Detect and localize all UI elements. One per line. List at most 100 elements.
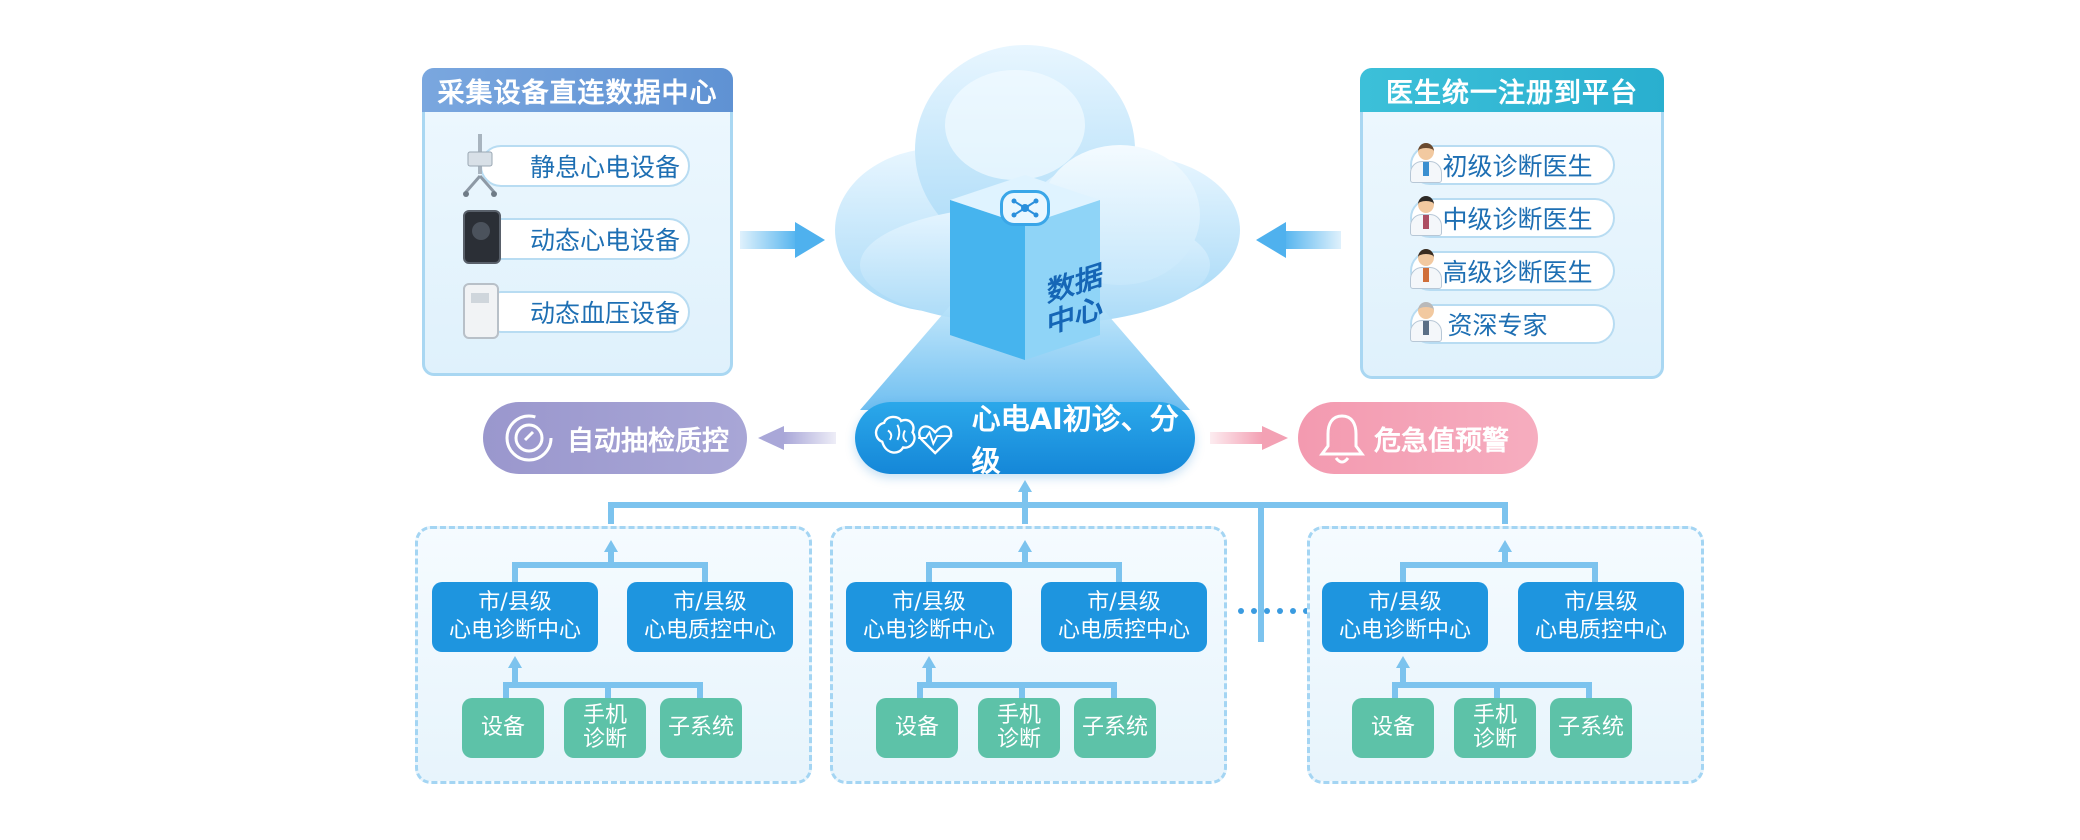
doctor-pill-intermediate[interactable]: 中级诊断医生 — [1410, 198, 1615, 238]
leaf-label: 设备 — [1370, 715, 1415, 740]
diagnosis-center-box[interactable]: 市/县级 心电诊断中心 — [846, 582, 1012, 652]
alert-pill[interactable]: 危急值预警 — [1298, 402, 1538, 474]
connector-g1-leaf-b — [605, 682, 611, 700]
arrow-head-right — [795, 222, 825, 258]
arrow-devices-to-center — [740, 231, 795, 249]
connector-drop-g1 — [608, 502, 614, 524]
arrow-up-leaves-1 — [508, 656, 522, 668]
holter-device-icon — [463, 210, 501, 264]
qc-pill[interactable]: 自动抽检质控 — [483, 402, 747, 474]
network-hub-icon — [1000, 190, 1050, 226]
connector-drop-g2 — [1022, 502, 1028, 524]
arrow-head-left-qc — [758, 426, 784, 450]
connector-g2-leaves-horizontal — [917, 682, 1117, 688]
arrow-up-leaves-3 — [1396, 656, 1410, 668]
diagnosis-center-line1: 市/县级 — [1368, 590, 1442, 615]
leaf-label: 子系统 — [1081, 715, 1148, 740]
leaf-subsystem-box[interactable]: 子系统 — [1550, 698, 1632, 758]
connector-g1-left — [512, 562, 518, 582]
connector-g3-leaves-stem — [1400, 666, 1406, 686]
leaf-device-box[interactable]: 设备 — [1352, 698, 1434, 758]
leaf-label-line1: 手机 — [1472, 703, 1517, 728]
arrow-head-left — [1256, 222, 1286, 258]
doctors-panel-title: 医生统一注册到平台 — [1360, 68, 1664, 112]
connector-g1-horizontal — [512, 562, 708, 568]
diagnosis-center-line1: 市/县级 — [892, 590, 966, 615]
leaf-mobile-box[interactable]: 手机 诊断 — [564, 698, 646, 758]
leaf-mobile-box[interactable]: 手机 诊断 — [1454, 698, 1536, 758]
device-pill-label: 动态血压设备 — [529, 299, 680, 328]
doctor-pill-senior[interactable]: 高级诊断医生 — [1410, 251, 1615, 291]
qc-center-line2: 心电质控中心 — [1534, 618, 1667, 643]
leaf-label-line1: 手机 — [996, 703, 1041, 728]
qc-center-box[interactable]: 市/县级 心电质控中心 — [1518, 582, 1684, 652]
connector-g1-leaves-stem — [512, 666, 518, 686]
connector-main-horizontal — [608, 502, 1508, 508]
arrow-up-to-ai — [1018, 480, 1032, 492]
leaf-subsystem-box[interactable]: 子系统 — [1074, 698, 1156, 758]
arrow-ai-to-qc — [784, 432, 836, 444]
ecg-cart-icon — [463, 134, 497, 197]
qc-label: 自动抽检质控 — [567, 425, 729, 457]
doctor-pill-label: 初级诊断医生 — [1442, 152, 1593, 181]
connector-g2-leaves-stem — [926, 666, 932, 686]
bell-icon — [1319, 414, 1365, 464]
leaf-subsystem-box[interactable]: 子系统 — [660, 698, 742, 758]
leaf-label: 子系统 — [1557, 715, 1624, 740]
bp-monitor-icon — [463, 283, 499, 339]
device-pill-holter[interactable]: 动态心电设备 — [480, 218, 690, 260]
connector-g2-right — [1116, 562, 1122, 582]
doctor-pill-expert[interactable]: 资深专家 — [1410, 304, 1615, 344]
connector-g2-left — [926, 562, 932, 582]
diagnosis-center-box[interactable]: 市/县级 心电诊断中心 — [1322, 582, 1488, 652]
diagnosis-center-line2: 心电诊断中心 — [448, 618, 581, 643]
qc-center-line1: 市/县级 — [1087, 590, 1161, 615]
leaf-device-box[interactable]: 设备 — [462, 698, 544, 758]
data-center-cube — [950, 175, 1100, 360]
doctor-pill-label: 高级诊断医生 — [1442, 258, 1593, 287]
connector-g3-leaf-a — [1392, 682, 1398, 700]
doctor-pill-junior[interactable]: 初级诊断医生 — [1410, 145, 1615, 185]
leaf-mobile-box[interactable]: 手机 诊断 — [978, 698, 1060, 758]
connector-g2-horizontal — [926, 562, 1122, 568]
device-pill-label: 动态心电设备 — [529, 226, 680, 255]
arrow-up-group-2 — [1018, 540, 1032, 552]
connector-g3-right — [1592, 562, 1598, 582]
connector-g2-leaf-a — [917, 682, 923, 700]
arrow-ai-to-alert — [1210, 432, 1262, 444]
diagnosis-center-box[interactable]: 市/县级 心电诊断中心 — [432, 582, 598, 652]
qc-center-box[interactable]: 市/县级 心电质控中心 — [627, 582, 793, 652]
ai-label: 心电AI初诊、分级 — [971, 402, 1179, 478]
device-pill-abpm[interactable]: 动态血压设备 — [480, 291, 690, 333]
qc-center-box[interactable]: 市/县级 心电质控中心 — [1041, 582, 1207, 652]
leaf-label: 设备 — [894, 715, 939, 740]
leaf-device-box[interactable]: 设备 — [876, 698, 958, 758]
arrow-head-right-alert — [1262, 426, 1288, 450]
leaf-label: 子系统 — [667, 715, 734, 740]
qc-center-line1: 市/县级 — [1564, 590, 1638, 615]
device-pill-resting-ecg[interactable]: 静息心电设备 — [480, 145, 690, 187]
arrow-up-group-3 — [1498, 540, 1512, 552]
diagnosis-center-line2: 心电诊断中心 — [862, 618, 995, 643]
diagnosis-center-line2: 心电诊断中心 — [1338, 618, 1471, 643]
brain-heart-icon — [874, 415, 953, 455]
connector-g2-stem — [1022, 550, 1028, 566]
arrow-doctors-to-center — [1286, 231, 1341, 249]
connector-g1-leaves-horizontal — [503, 682, 703, 688]
ai-diagnosis-bar[interactable]: 心电AI初诊、分级 — [855, 402, 1195, 478]
connector-g2-leaf-b — [1019, 682, 1025, 700]
device-pill-label: 静息心电设备 — [529, 153, 680, 182]
inspection-icon — [505, 414, 553, 462]
leaf-label-line1: 手机 — [582, 703, 627, 728]
connector-g3-leaf-c — [1586, 682, 1592, 700]
connector-drop-g3 — [1502, 502, 1508, 524]
doctor-icon — [1410, 249, 1442, 289]
leaf-label: 设备 — [480, 715, 525, 740]
leaf-label-line2: 诊断 — [582, 727, 627, 752]
diagnosis-center-line1: 市/县级 — [478, 590, 552, 615]
connector-g3-stem — [1502, 550, 1508, 566]
connector-g1-right — [702, 562, 708, 582]
connector-ai-stem — [1022, 490, 1028, 506]
connector-g1-leaf-a — [503, 682, 509, 700]
arrow-up-group-1 — [604, 540, 618, 552]
